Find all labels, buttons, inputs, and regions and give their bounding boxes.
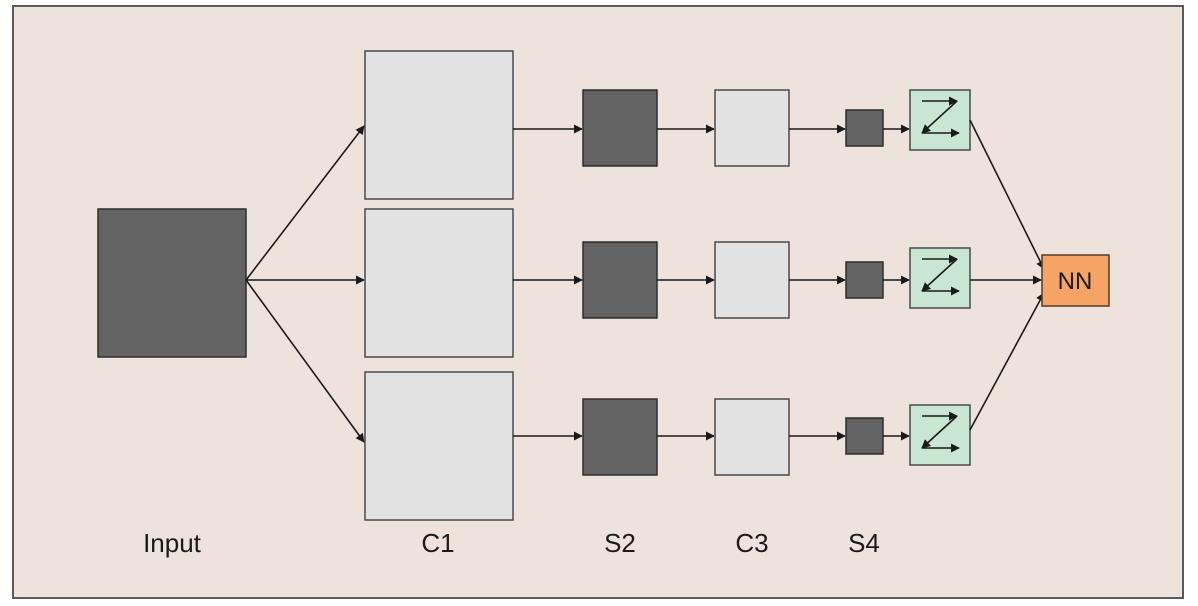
fc-glyph-middle [921,254,960,296]
label-c3: C3 [735,528,768,558]
s2-block-middle [582,241,658,319]
s4-block-bottom [845,417,884,455]
fc-glyph-bottom [921,411,960,453]
label-input: Input [143,528,202,558]
input-block [97,208,247,358]
s4-block-top [845,109,884,147]
s4-block-middle [845,261,884,299]
s2-block-top [582,89,658,167]
c1-block-bottom [364,371,514,521]
edge-fc-nn-top [969,119,1045,270]
edge-input-c1-top [245,125,365,281]
branch-top [364,50,1045,270]
label-s2: S2 [604,528,636,558]
nn-block [1041,254,1110,307]
label-c1: C1 [421,528,454,558]
c1-block-middle [364,208,514,358]
c3-block-bottom [714,398,790,476]
c1-block-top [364,50,514,200]
fc-block-top [909,89,971,151]
fc-glyph-top [921,96,960,138]
fc-block-bottom [909,404,971,466]
fc-block-middle [909,247,971,309]
c3-block-top [714,89,790,167]
edge-input-c1-bottom [245,279,365,443]
edge-fc-nn-bottom [969,292,1045,431]
c3-block-middle [714,241,790,319]
label-s4: S4 [848,528,880,558]
nn-label: NN [1058,268,1093,295]
s2-block-bottom [582,398,658,476]
